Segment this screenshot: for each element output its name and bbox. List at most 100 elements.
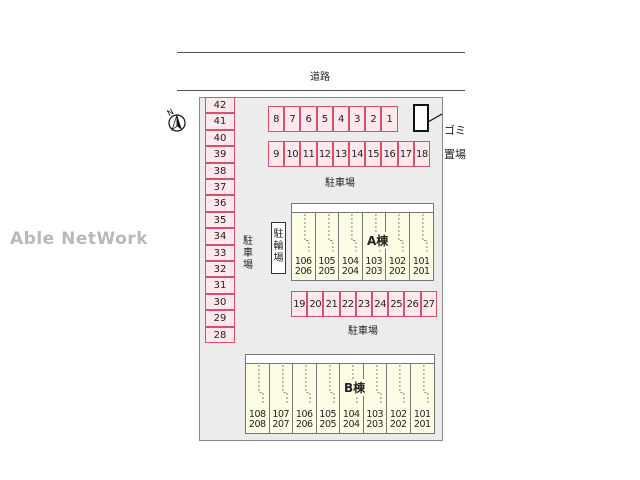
trash-area-box	[413, 104, 429, 132]
parking-space: 28	[205, 326, 235, 343]
parking-label-middle: 駐車場	[348, 326, 378, 337]
bike-parking: 駐輪場	[271, 222, 286, 274]
unit-number-upper: 103	[366, 409, 384, 420]
parking-vertical-label: 駐車場	[241, 236, 255, 272]
parking-space: 5	[316, 106, 333, 132]
watermark: Able NetWork	[10, 229, 148, 249]
parking-space: 3	[349, 106, 366, 132]
unit-number-upper: 108	[248, 409, 266, 420]
unit-number-lower: 205	[318, 266, 336, 277]
building-b-name: B棟	[343, 379, 367, 396]
unit-number-lower: 204	[342, 419, 360, 430]
parking-space: 30	[205, 293, 235, 311]
parking-space: 37	[205, 179, 235, 196]
unit-floorplan-outline	[398, 214, 404, 252]
parking-space: 41	[205, 113, 235, 130]
unit-number-lower: 206	[295, 419, 313, 430]
unit-floorplan-outline	[282, 365, 287, 404]
unit-number-lower: 208	[248, 419, 266, 430]
unit-floorplan-outline	[376, 365, 381, 404]
parking-space: 19	[291, 291, 308, 317]
unit-number-lower: 202	[388, 266, 406, 277]
parking-space: 9	[268, 141, 285, 167]
bike-parking-label-char: 駐	[273, 229, 284, 240]
parking-space: 7	[284, 106, 301, 132]
parking-space: 39	[205, 146, 235, 163]
building-a-roof-edge	[292, 204, 433, 213]
parking-space: 38	[205, 162, 235, 179]
parking-space: 14	[349, 141, 366, 167]
unit-number-lower: 203	[365, 266, 383, 277]
parking-space: 34	[205, 228, 235, 245]
unit-number-upper: 106	[295, 409, 313, 420]
parking-label-char: 車	[243, 248, 253, 259]
unit-number-upper: 102	[388, 256, 406, 267]
unit-number-upper: 104	[342, 409, 360, 420]
unit-floorplan-outline	[258, 365, 264, 404]
road-edge-top	[177, 52, 465, 53]
parking-space: 2	[365, 106, 382, 132]
bike-parking-label-char: 場	[273, 253, 284, 264]
bike-parking-label-char: 輪	[273, 241, 284, 252]
parking-space: 4	[332, 106, 349, 132]
parking-space: 6	[300, 106, 317, 132]
parking-space: 27	[420, 291, 437, 317]
unit-floorplan-outline	[422, 214, 427, 252]
unit-number-upper: 106	[294, 256, 312, 267]
unit-number-upper: 102	[389, 409, 407, 420]
parking-space: 35	[205, 211, 235, 229]
trash-pointer-line	[427, 113, 443, 123]
building-b-roof-edge	[246, 355, 434, 364]
unit-number-lower: 207	[272, 419, 290, 430]
unit-floorplan-outline	[423, 365, 428, 404]
road-edge-bottom	[177, 90, 465, 91]
parking-space: 40	[205, 129, 235, 147]
parking-space: 1	[381, 106, 398, 132]
parking-space: 8	[268, 106, 285, 132]
parking-space: 32	[205, 261, 235, 278]
parking-space: 24	[372, 291, 389, 317]
unit-number-lower: 201	[412, 266, 430, 277]
parking-space: 21	[323, 291, 340, 317]
parking-space: 16	[381, 141, 398, 167]
unit-number-lower: 203	[366, 419, 384, 430]
building-a-name: A棟	[366, 232, 390, 249]
unit-number-upper: 105	[318, 256, 336, 267]
parking-space: 20	[307, 291, 324, 317]
parking-space: 23	[355, 291, 372, 317]
parking-space: 18	[413, 141, 430, 167]
parking-space: 33	[205, 244, 235, 261]
unit-number-lower: 204	[341, 266, 359, 277]
unit-number-lower: 206	[294, 266, 312, 277]
parking-label-char: 場	[243, 260, 253, 271]
parking-space: 10	[284, 141, 301, 167]
trash-label-line1: ゴミ	[444, 124, 466, 137]
parking-space: 15	[365, 141, 382, 167]
unit-number-upper: 105	[319, 409, 337, 420]
parking-label-top: 駐車場	[325, 178, 355, 189]
unit-number-upper: 107	[272, 409, 290, 420]
parking-label-char: 駐	[243, 236, 253, 247]
parking-space: 42	[205, 97, 235, 114]
parking-space: 17	[397, 141, 414, 167]
parking-space: 25	[388, 291, 405, 317]
road-label: 道路	[310, 72, 330, 83]
unit-number-upper: 101	[412, 256, 430, 267]
unit-number-upper: 101	[413, 409, 431, 420]
parking-space: 26	[404, 291, 421, 317]
parking-space: 11	[300, 141, 317, 167]
parking-space: 36	[205, 195, 235, 212]
unit-number-upper: 104	[341, 256, 359, 267]
parking-space: 13	[332, 141, 349, 167]
